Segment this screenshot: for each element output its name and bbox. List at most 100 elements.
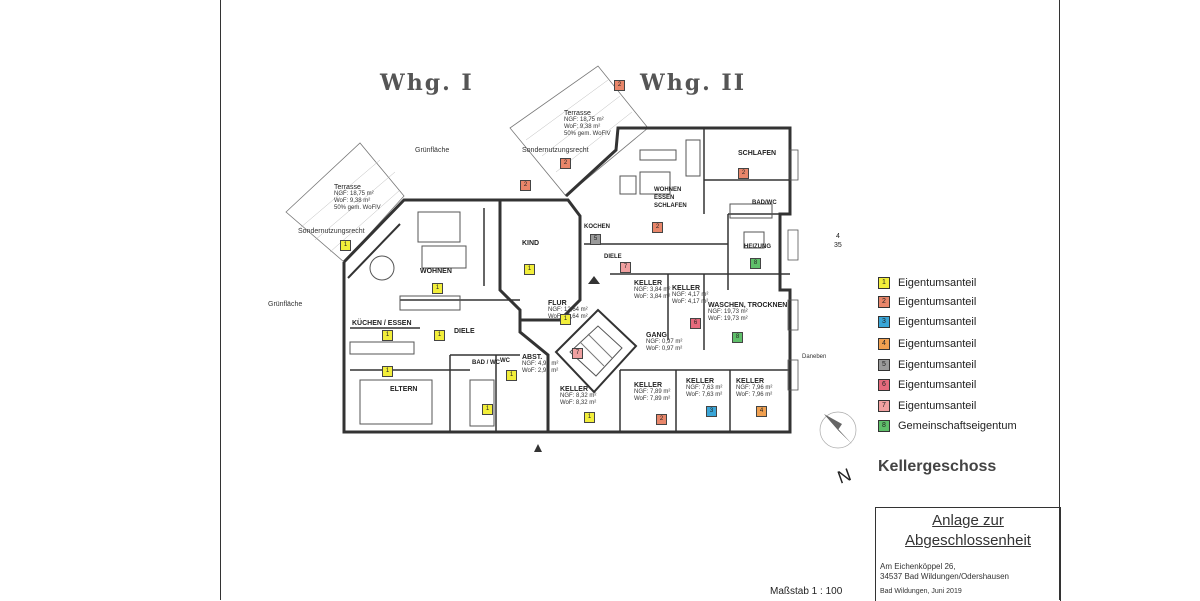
room-keller-b: KELLER NGF: 4,17 m² WoF: 4,17 m² [672, 285, 708, 306]
legend-label: Eigentumsanteil [898, 277, 977, 289]
marker-16: 6 [690, 318, 701, 329]
room-schlafen: SCHLAFEN [738, 150, 777, 157]
marker-terrace-right: 2 [560, 158, 571, 169]
marker-11: 2 [738, 168, 749, 179]
terrace-left-ngf: NGF: 18,75 m² [334, 191, 374, 197]
room-heizung: HEIZUNG [744, 244, 771, 250]
legend-swatch: 5 [878, 359, 890, 371]
room-abst-ngf: NGF: 4,90 m² [522, 361, 559, 367]
page-number: 4 35 [834, 233, 842, 249]
marker-whg2: 2 [614, 80, 625, 91]
legend-item: 3 Eigentumsanteil [878, 315, 976, 329]
room-keller-a-wof: WoF: 3,84 m² [634, 294, 671, 300]
room-keller-b-ngf: NGF: 4,17 m² [672, 292, 709, 298]
marker-13: 3 [706, 406, 717, 417]
legend-swatch: 3 [878, 316, 890, 328]
room-waschen: WASCHEN, TROCKNEN NGF: 19,73 m² WoF: 19,… [708, 302, 787, 323]
floor-name: Kellergeschoss [878, 458, 997, 475]
room-gang: GANG NGF: 0,97 m² WoF: 0,97 m² [646, 332, 682, 353]
room-bad: BAD / WC [472, 360, 500, 366]
entrance-arrow [534, 444, 542, 452]
marker-1: 1 [432, 283, 443, 294]
marker-12: 2 [656, 414, 667, 425]
marker-8: 1 [584, 412, 595, 423]
room-gang-ngf: NGF: 0,97 m² [646, 339, 683, 345]
legend-swatch: 4 [878, 338, 890, 350]
marker-4: 1 [434, 330, 445, 341]
room-keller-d-name: KELLER [634, 382, 662, 389]
legend-swatch: 2 [878, 296, 890, 308]
marker-15: 5 [590, 234, 601, 245]
marker-5: 1 [382, 366, 393, 377]
room-kochen-2: KOCHEN [584, 224, 611, 230]
marker-19: 8 [732, 332, 743, 343]
legend-label: Eigentumsanteil [898, 359, 977, 371]
room-keller-e-ngf: NGF: 7,63 m² [686, 385, 723, 391]
room-diele-1: DIELE [454, 328, 475, 335]
room-keller-a-ngf: NGF: 3,84 m² [634, 287, 671, 293]
marker-10: 2 [652, 222, 663, 233]
terrace-left-note: 50% gem. WoFlV [334, 205, 381, 211]
marker-6: 1 [482, 404, 493, 415]
room-diele-2: DIELE [604, 254, 622, 260]
room-keller-e: KELLER NGF: 7,63 m² WoF: 7,63 m² [686, 378, 722, 399]
terrace-right-name: Terrasse [564, 110, 591, 117]
room-flur-ngf: NGF: 12,64 m² [548, 307, 588, 313]
label-daneben: Daneben [802, 354, 827, 360]
room-keller-f-ngf: NGF: 7,96 m² [736, 385, 773, 391]
room-kind: KIND [522, 240, 540, 247]
heading-whg1: Whg. I [380, 70, 474, 96]
room-waschen-name: WASCHEN, TROCKNEN [708, 302, 788, 309]
terrace-right-wof: WoF: 9,38 m² [564, 124, 601, 130]
room-keller-c: KELLER NGF: 8,32 m² WoF: 8,32 m² [560, 386, 596, 407]
room-waschen-wof: WoF: 19,73 m² [708, 316, 748, 322]
compass-icon [819, 411, 857, 449]
room-keller-f-name: KELLER [736, 378, 764, 385]
legend-swatch: 7 [878, 400, 890, 412]
label-gruenflaeche-top: Grünfläche [415, 147, 450, 154]
room-eltern: ELTERN [390, 386, 418, 393]
marker-17: 7 [572, 348, 583, 359]
room-gang-name: GANG [646, 332, 667, 339]
info-title-1: Anlage zur [932, 512, 1004, 529]
legend-item: 1 Eigentumsanteil [878, 276, 976, 290]
marker-terrace-left: 1 [340, 240, 351, 251]
room-keller-d-wof: WoF: 7,89 m² [634, 396, 671, 402]
room-keller-f: KELLER NGF: 7,96 m² WoF: 7,96 m² [736, 378, 772, 399]
room-keller-b-name: KELLER [672, 285, 700, 292]
room-wohnen-essen: WOHNEN ESSEN SCHLAFEN [654, 187, 687, 209]
legend-item: 7 Eigentumsanteil [878, 399, 976, 413]
terrace-left-info: Terrasse NGF: 18,75 m² WoF: 9,38 m² 50% … [334, 184, 404, 212]
room-keller-c-ngf: NGF: 8,32 m² [560, 393, 597, 399]
room-keller-d: KELLER NGF: 7,89 m² WoF: 7,89 m² [634, 382, 670, 403]
marker-18: 7 [620, 262, 631, 273]
legend-label: Eigentumsanteil [898, 296, 977, 308]
room-keller-a-name: KELLER [634, 280, 662, 287]
plan-sheet [220, 0, 1060, 600]
terrace-right-info: Terrasse NGF: 18,75 m² WoF: 9,38 m² 50% … [564, 110, 634, 138]
info-date: Bad Wildungen, Juni 2019 [880, 588, 962, 595]
room-flur-name: FLUR [548, 300, 567, 307]
marker-3: 1 [382, 330, 393, 341]
legend-swatch: 1 [878, 277, 890, 289]
room-waschen-ngf: NGF: 19,73 m² [708, 309, 748, 315]
terrace-left-sonder: Sondernutzungsrecht [298, 228, 365, 235]
terrace-right-note: 50% gem. WoFlV [564, 131, 611, 137]
room-wc: WC [500, 358, 510, 364]
heading-whg2: Whg. II [640, 70, 746, 96]
room-bad-2: BAD/WC [752, 200, 777, 206]
legend-label: Eigentumsanteil [898, 316, 977, 328]
room-kochen-essen: KÜCHEN / ESSEN [352, 320, 412, 327]
room-keller-a: KELLER NGF: 3,84 m² WoF: 3,84 m² [634, 280, 670, 301]
legend-label: Eigentumsanteil [898, 400, 977, 412]
legend-label: Eigentumsanteil [898, 379, 977, 391]
room-keller-e-name: KELLER [686, 378, 714, 385]
info-title-2: Abgeschlossenheit [905, 532, 1031, 549]
marker-terrace-right-2: 2 [520, 180, 531, 191]
room-abst: ABST. NGF: 4,90 m² WoF: 2,95 m² [522, 354, 558, 375]
marker-9: 1 [560, 314, 571, 325]
